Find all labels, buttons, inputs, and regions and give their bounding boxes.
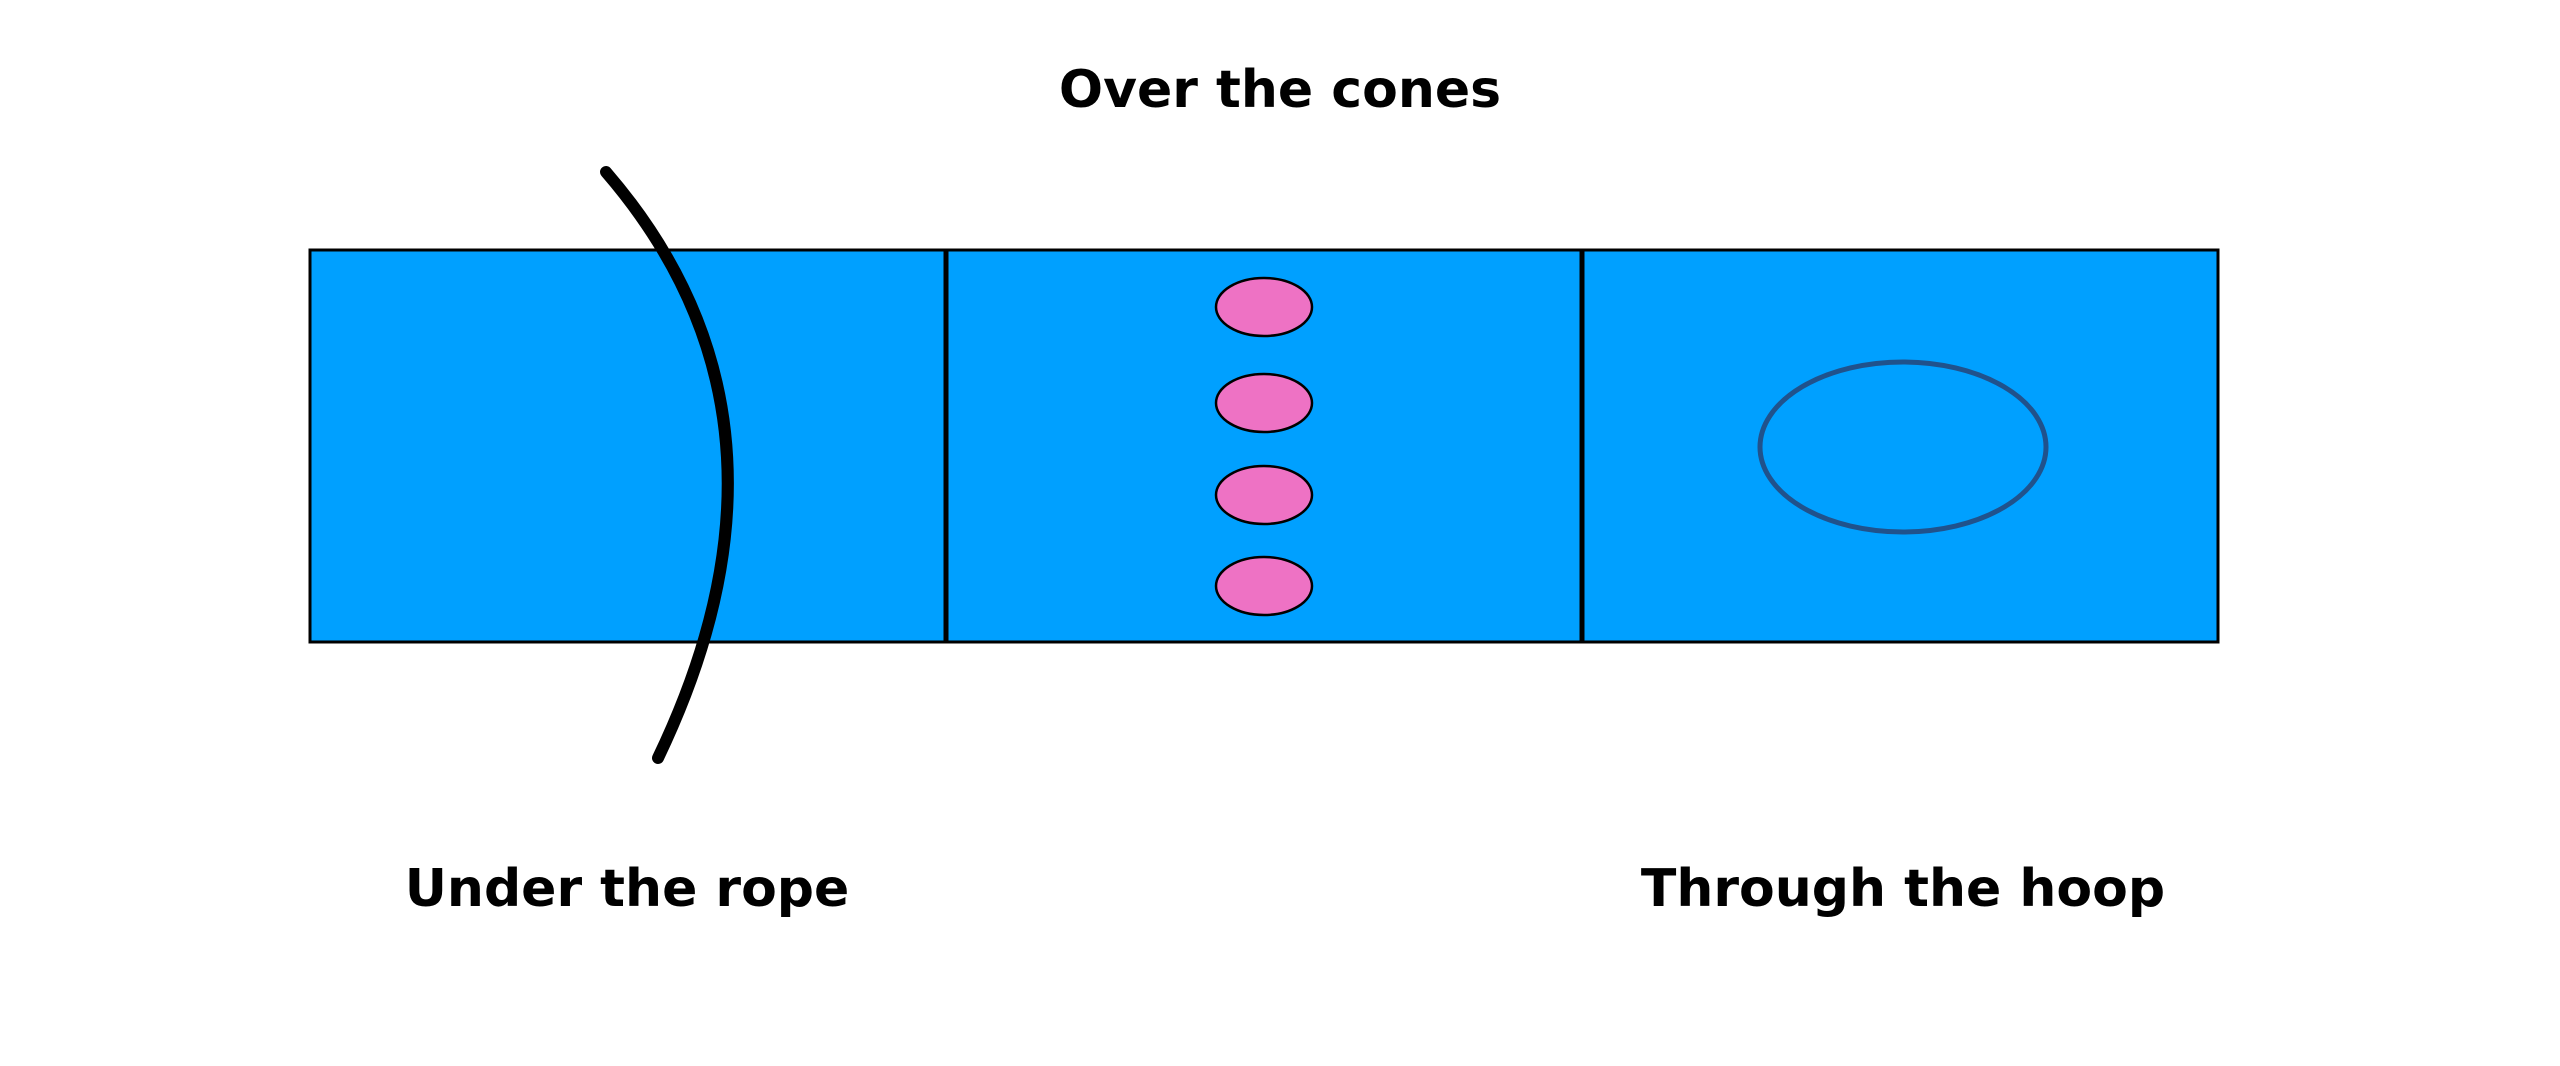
hoop-station-panel xyxy=(1580,248,2220,644)
cone xyxy=(1214,276,1314,338)
cone xyxy=(1214,372,1314,434)
under-the-rope-label: Under the rope xyxy=(405,859,850,919)
through-the-hoop-label: Through the hoop xyxy=(1641,859,2165,919)
cone xyxy=(1214,464,1314,526)
hoop xyxy=(1757,359,2049,535)
cone xyxy=(1214,555,1314,617)
rope xyxy=(600,166,734,764)
cones xyxy=(1214,276,1314,617)
over-the-cones-label: Over the cones xyxy=(1059,60,1501,120)
rope-station-panel xyxy=(308,248,948,644)
